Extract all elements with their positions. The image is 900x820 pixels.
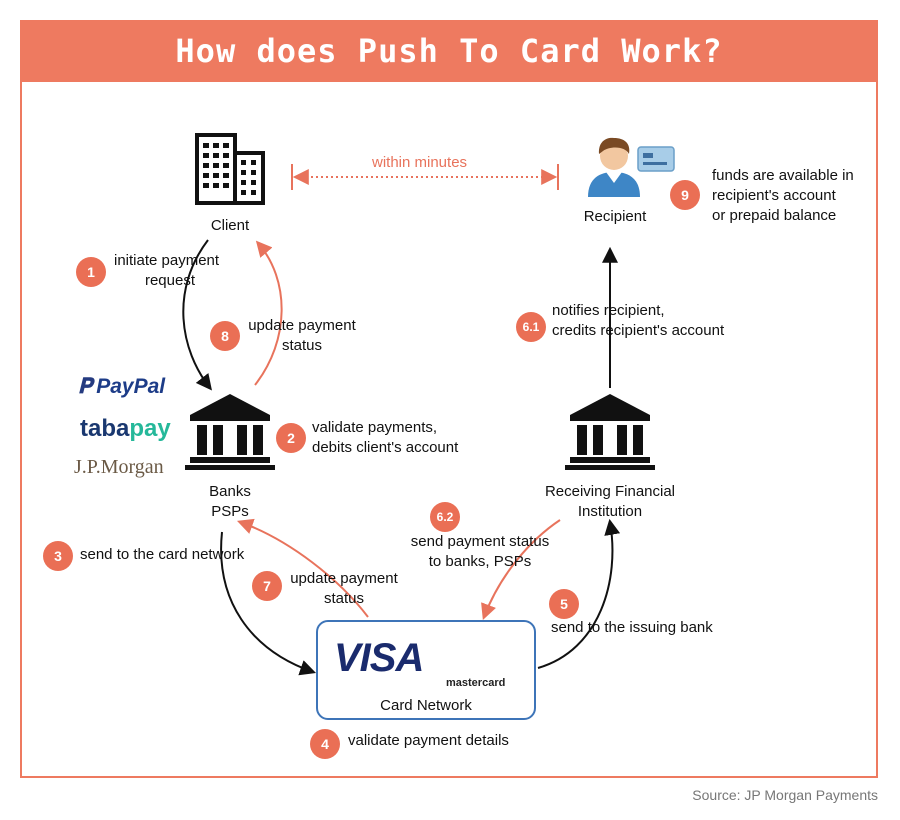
banks-label: Banks PSPs [180, 482, 280, 522]
within-minutes-connector [291, 164, 559, 190]
rfi-label-line1: Receiving Financial [544, 483, 676, 500]
step-2-line1: validate payments, [312, 419, 438, 436]
tabapay-logo-text-a: taba [80, 415, 130, 442]
step-9-label: funds are available in recipient's accou… [712, 166, 882, 226]
step-7-badge: 7 [252, 571, 282, 601]
jpmorgan-logo: J.P.Morgan [74, 456, 164, 478]
step-6-1-line2: credits recipient's account [552, 322, 725, 339]
step-9-line2: recipient's account [712, 187, 836, 204]
arrow-banks-to-client [254, 240, 283, 386]
arrow-network-to-banks [236, 518, 369, 618]
step-6-1-line1: notifies recipient, [552, 302, 665, 319]
step-1-label: initiate payment request [114, 251, 254, 291]
arrow-rfi-to-banks-status [481, 519, 561, 620]
visa-logo: VISA [334, 636, 424, 680]
mastercard-logo-text: mastercard [446, 677, 506, 689]
card-network-box [316, 620, 536, 720]
step-7-line2: status [323, 590, 365, 607]
step-6-2-line2: to banks, PSPs [428, 553, 532, 570]
step-6-1-label: notifies recipient, credits recipient's … [552, 301, 752, 341]
step-8-line2: status [281, 337, 323, 354]
bank-icon [185, 394, 275, 470]
page-title: How does Push To Card Work? [175, 32, 723, 70]
step-3-badge: 3 [43, 541, 73, 571]
step-4-label: validate payment details [348, 732, 509, 749]
rfi-label-line2: Institution [577, 503, 643, 520]
step-6-2-badge: 6.2 [430, 502, 460, 532]
step-6-2-label: send payment status to banks, PSPs [398, 532, 562, 572]
arrow-client-to-banks [182, 239, 212, 391]
source-caption: Source: JP Morgan Payments [692, 787, 878, 803]
step-6-2-line1: send payment status [410, 533, 550, 550]
tabapay-logo: tabapay [80, 415, 171, 443]
recipient-label: Recipient [583, 208, 647, 225]
step-9-line1: funds are available in [712, 167, 854, 184]
step-1-line1: initiate payment [114, 252, 220, 269]
step-5-label: send to the issuing bank [551, 619, 713, 636]
client-label: Client [210, 217, 250, 234]
tabapay-logo-text-b: pay [129, 415, 171, 442]
recipient-person-icon [588, 137, 640, 197]
office-building-icon [195, 133, 265, 205]
step-4-badge: 4 [310, 729, 340, 759]
step-2-line2: debits client's account [312, 439, 459, 456]
card-network-label: Card Network [380, 697, 472, 714]
step-7-line1: update payment [290, 570, 398, 587]
step-6-1-badge: 6.1 [516, 312, 546, 342]
step-7-label: update payment status [282, 569, 406, 609]
banks-label-line1: Banks [209, 483, 251, 500]
within-minutes-label: within minutes [372, 154, 468, 171]
paypal-mark-icon: 𝐏 [78, 375, 93, 398]
arrow-network-to-rfi [537, 518, 621, 669]
step-1-badge: 1 [76, 257, 106, 287]
step-3-label: send to the card network [80, 546, 245, 563]
step-9-badge: 9 [670, 180, 700, 210]
banks-label-line2: PSPs [211, 503, 249, 520]
step-5-badge: 5 [549, 589, 579, 619]
step-1-line2: request [144, 272, 196, 289]
step-9-line3: or prepaid balance [712, 207, 837, 224]
rfi-label: Receiving Financial Institution [520, 482, 700, 522]
step-2-badge: 2 [276, 423, 306, 453]
paypal-logo-text: PayPal [96, 375, 166, 398]
credit-card-icon [637, 146, 675, 172]
step-2-label: validate payments, debits client's accou… [312, 418, 502, 458]
title-bar [20, 20, 878, 82]
receiving-bank-icon [565, 394, 655, 470]
step-8-badge: 8 [210, 321, 240, 351]
step-8-label: update payment status [240, 316, 364, 356]
step-8-line1: update payment [248, 317, 356, 334]
arrow-banks-to-network [220, 531, 317, 676]
